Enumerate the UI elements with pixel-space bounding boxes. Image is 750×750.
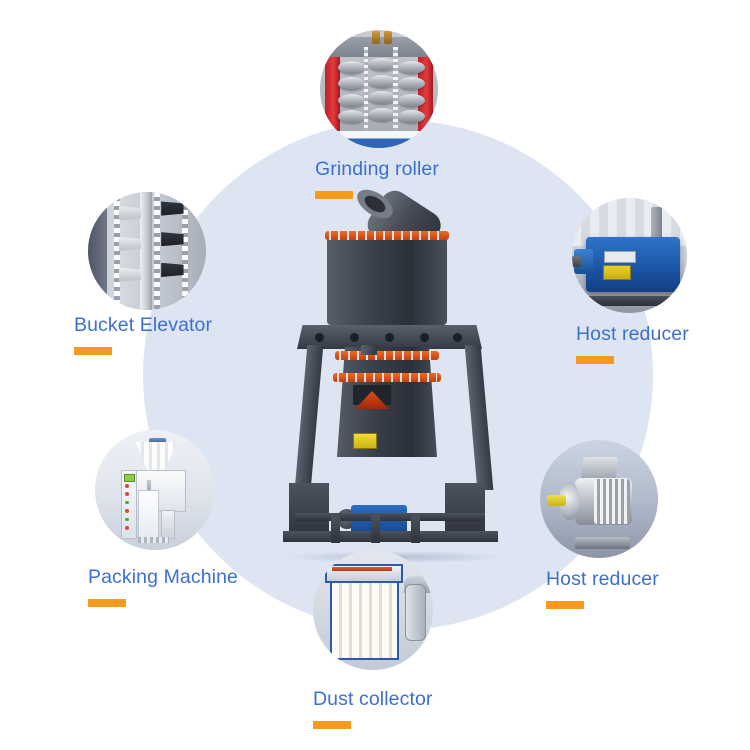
center-machine-vertical-roller-mill xyxy=(275,183,515,563)
dust-collector-photo xyxy=(313,550,433,670)
chamber-ring-2-bolts xyxy=(337,373,437,382)
label-underline xyxy=(74,346,112,355)
classifier-drum xyxy=(327,235,447,325)
callout-label-grinding-roller: Grinding roller xyxy=(315,158,439,199)
bucket-elevator-photo xyxy=(88,192,206,310)
frame-column-left xyxy=(294,345,324,490)
electric-motor-photo xyxy=(540,440,658,558)
callout-label-packing-machine: Packing Machine xyxy=(88,566,238,607)
base-rail-mid xyxy=(295,513,485,521)
grinding-roller-photo xyxy=(320,30,438,148)
label-text: Grinding roller xyxy=(315,158,439,180)
callout-label-host-reducer-top: Host reducer xyxy=(576,323,689,364)
base-cross-2 xyxy=(371,515,380,543)
label-underline xyxy=(88,598,126,607)
label-text: Packing Machine xyxy=(88,566,238,588)
callout-label-host-reducer-bottom: Host reducer xyxy=(546,568,659,609)
packing-machine-photo xyxy=(95,430,215,550)
callout-thumb-dust-collector[interactable] xyxy=(313,550,433,670)
callout-thumb-host-reducer-top[interactable] xyxy=(572,198,687,313)
callout-thumb-packing-machine[interactable] xyxy=(95,430,215,550)
table-hole xyxy=(315,333,324,342)
label-underline xyxy=(315,190,353,199)
table-hole xyxy=(453,333,462,342)
callout-label-bucket-elevator: Bucket Elevator xyxy=(74,314,213,355)
label-underline xyxy=(576,355,614,364)
label-text: Host reducer xyxy=(546,568,659,590)
chamber-ring-1-bolts xyxy=(339,351,435,360)
base-leg-right xyxy=(445,483,485,538)
blue-gearbox-photo xyxy=(572,198,687,313)
drum-flange-bolts xyxy=(329,231,445,240)
base-cross-1 xyxy=(331,515,340,543)
warning-label xyxy=(353,433,377,449)
label-underline xyxy=(546,600,584,609)
label-underline xyxy=(313,720,351,729)
table-hole xyxy=(420,333,429,342)
base-cross-3 xyxy=(411,515,420,543)
frame-column-right xyxy=(464,345,494,490)
base-rail-front xyxy=(283,531,498,542)
callout-thumb-bucket-elevator[interactable] xyxy=(88,192,206,310)
frame-brace xyxy=(361,345,377,355)
base-leg-left xyxy=(289,483,329,538)
callout-thumb-host-reducer-bottom[interactable] xyxy=(540,440,658,558)
callout-thumb-grinding-roller[interactable] xyxy=(320,30,438,148)
table-hole xyxy=(350,333,359,342)
label-text: Dust collector xyxy=(313,688,433,710)
label-text: Bucket Elevator xyxy=(74,314,213,336)
table-hole xyxy=(385,333,394,342)
label-text: Host reducer xyxy=(576,323,689,345)
callout-label-dust-collector: Dust collector xyxy=(313,688,433,729)
